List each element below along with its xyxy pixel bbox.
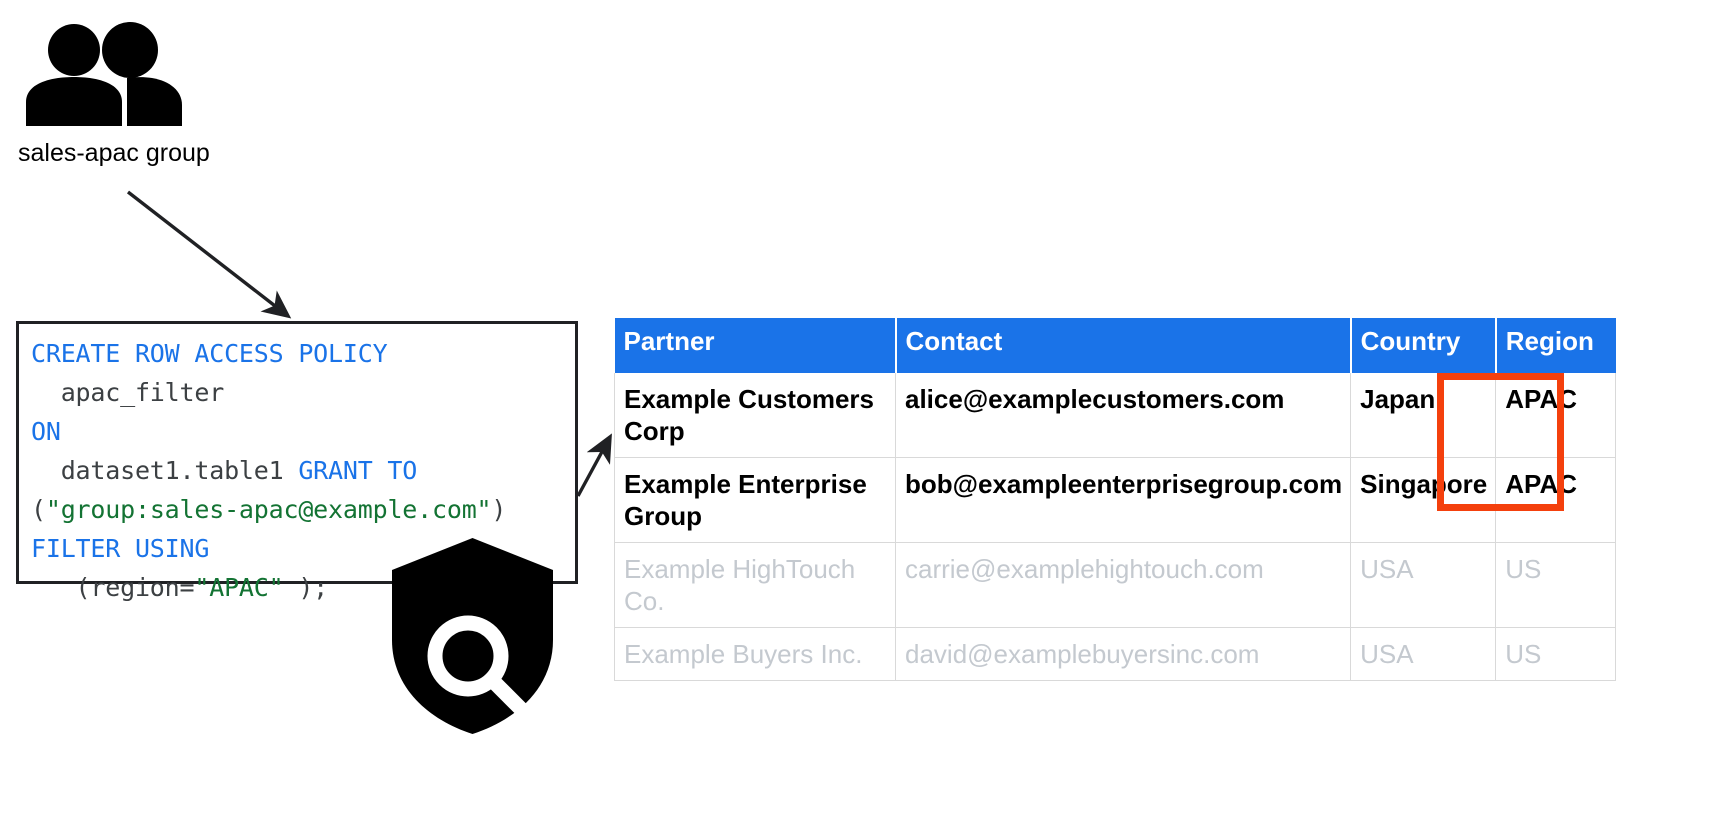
code-token: FILTER USING bbox=[31, 534, 210, 563]
partner-table: Partner Contact Country Region Example C… bbox=[614, 318, 1617, 681]
column-header-partner[interactable]: Partner bbox=[614, 318, 896, 373]
code-token: ); bbox=[283, 573, 329, 602]
cell-partner: Example HighTouch Co. bbox=[614, 542, 896, 628]
code-token: "APAC" bbox=[194, 573, 284, 602]
cell-partner: Example Customers Corp bbox=[614, 373, 896, 458]
sales-apac-group-node: sales-apac group bbox=[18, 22, 248, 168]
arrow-group-to-policy bbox=[126, 190, 292, 319]
cell-contact: david@examplebuyersinc.com bbox=[894, 627, 1352, 681]
table-body: Example Customers Corp alice@examplecust… bbox=[614, 373, 1617, 681]
cell-region: US bbox=[1495, 627, 1617, 681]
people-group-icon bbox=[26, 22, 182, 126]
cell-region: US bbox=[1495, 542, 1617, 628]
table-row[interactable]: Example Buyers Inc. david@examplebuyersi… bbox=[614, 627, 1617, 681]
code-token: ( bbox=[31, 495, 46, 524]
column-header-contact[interactable]: Contact bbox=[894, 318, 1351, 373]
cell-region: APAC bbox=[1495, 373, 1617, 458]
code-token: dataset1.table1 bbox=[31, 456, 299, 485]
cell-country: USA bbox=[1350, 542, 1497, 628]
cell-country: Japan bbox=[1350, 373, 1497, 458]
code-token: ) bbox=[491, 495, 507, 524]
shield-magnifier-icon bbox=[392, 538, 553, 734]
cell-contact: carrie@examplehightouch.com bbox=[894, 542, 1352, 628]
code-token: ON bbox=[31, 417, 61, 446]
cell-region: APAC bbox=[1495, 457, 1617, 543]
cell-partner: Example Enterprise Group bbox=[614, 457, 896, 543]
code-token: "group:sales-apac@example.com" bbox=[45, 495, 492, 524]
cell-country: Singapore bbox=[1350, 457, 1497, 543]
table-row[interactable]: Example Customers Corp alice@examplecust… bbox=[614, 373, 1617, 458]
cell-partner: Example Buyers Inc. bbox=[614, 627, 896, 681]
sql-code: CREATE ROW ACCESS POLICY apac_filter ON … bbox=[31, 334, 563, 607]
table-row[interactable]: Example HighTouch Co. carrie@examplehigh… bbox=[614, 542, 1617, 628]
table-header-row: Partner Contact Country Region bbox=[614, 318, 1616, 373]
cell-contact: alice@examplecustomers.com bbox=[894, 373, 1352, 458]
code-token: GRANT TO bbox=[298, 456, 418, 485]
cell-contact: bob@exampleenterprisegroup.com bbox=[894, 457, 1352, 543]
arrow-policy-to-table bbox=[576, 433, 612, 497]
code-token: CREATE ROW ACCESS POLICY bbox=[31, 339, 388, 368]
table-row[interactable]: Example Enterprise Group bob@exampleente… bbox=[614, 457, 1617, 543]
column-header-country[interactable]: Country bbox=[1349, 318, 1496, 373]
column-header-region[interactable]: Region bbox=[1494, 318, 1616, 373]
group-label: sales-apac group bbox=[18, 139, 210, 167]
code-token: (region= bbox=[31, 573, 195, 602]
row-access-policy-code-box: CREATE ROW ACCESS POLICY apac_filter ON … bbox=[16, 321, 578, 602]
code-token: apac_filter bbox=[31, 378, 225, 407]
cell-country: USA bbox=[1350, 627, 1497, 681]
